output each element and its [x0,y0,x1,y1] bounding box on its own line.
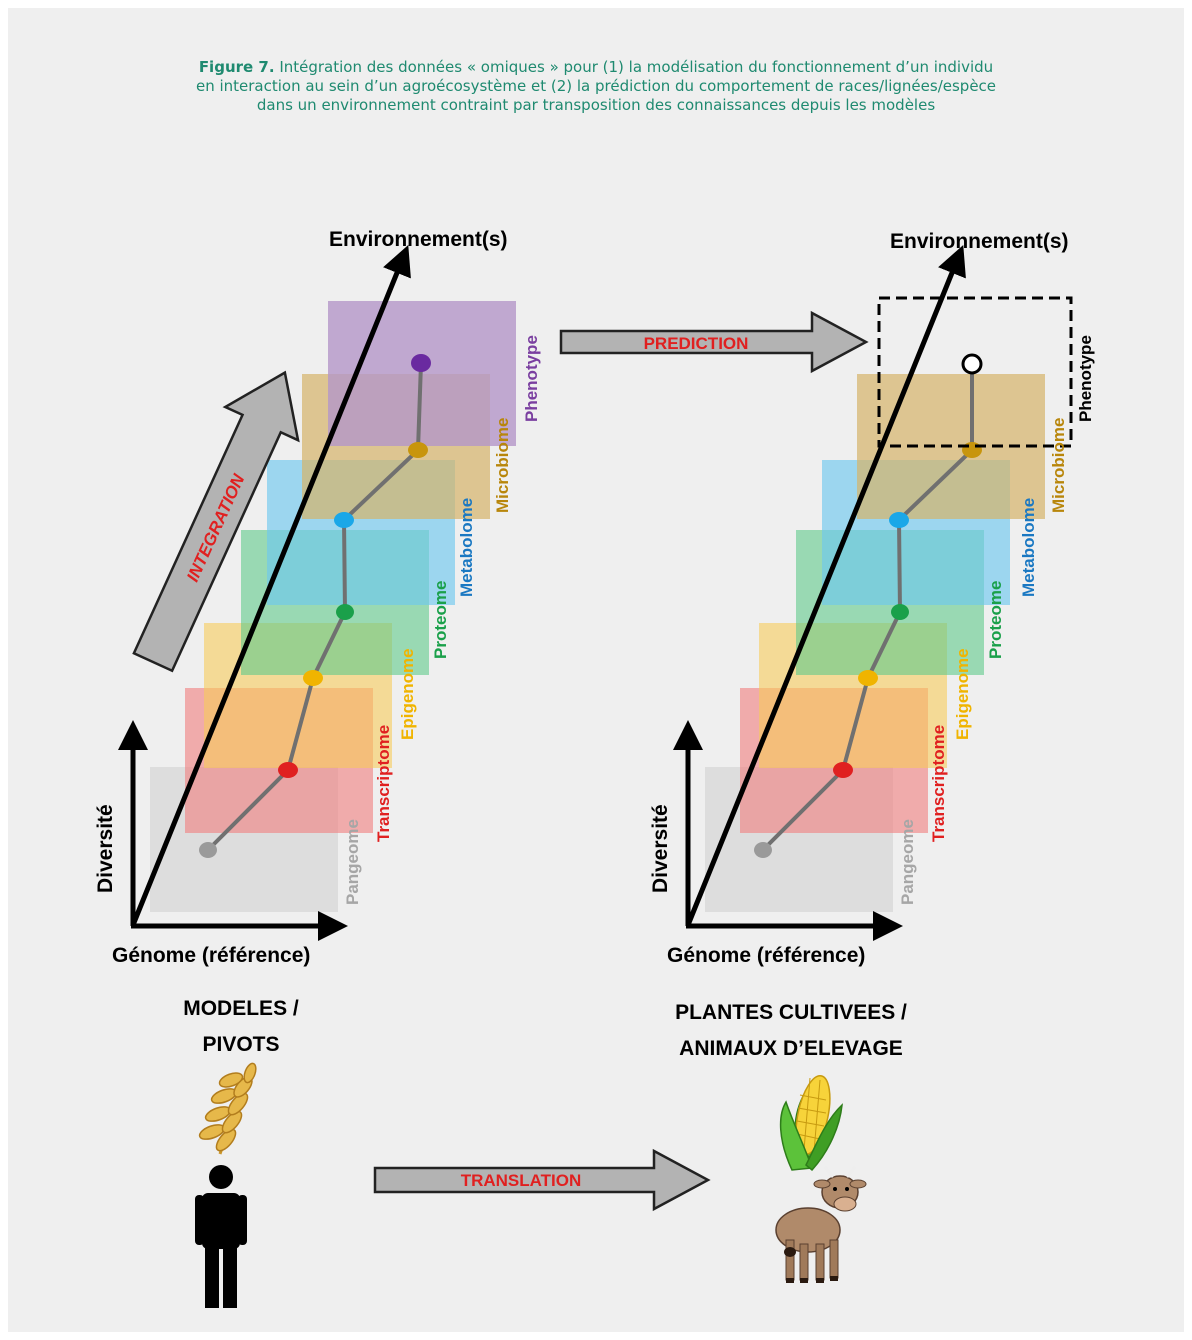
right-label-proteome: Proteome [986,581,1005,659]
right-axis-y-label: Diversité [649,804,672,893]
prediction-arrow-shape [559,310,869,374]
human-icon [195,1165,247,1308]
left-dot-transcriptome [278,762,298,778]
translation-arrow: TRANSLATION [373,1148,711,1212]
figure-label: Figure 7. [198,58,275,76]
right-dot-proteome [891,604,909,620]
right-axis-x-label: Génome (référence) [667,944,865,967]
right-phenotype-box [877,296,1073,448]
right-dot-epigenome [858,670,878,686]
left-label-proteome: Proteome [431,581,450,659]
integration-arrow-shape [132,370,300,673]
cow-icon [775,1166,867,1283]
integration-arrow: INTEGRATION [132,370,300,673]
left-group-title-line1: MODELES / [183,997,299,1020]
left-label-pangeome: Pangeome [343,819,362,905]
right-label-transcriptome: Transcriptome [929,725,948,842]
figure-caption: Figure 7. Intégration des données « omiq… [60,58,1132,115]
right-axis-z [685,245,966,926]
left-dot-microbiome [408,442,428,458]
left-dot-phenotype [411,354,431,372]
left-dot-proteome [336,604,354,620]
caption-line-3: dans un environnement contraint par tran… [256,96,936,114]
right-label-pangeome: Pangeome [898,819,917,905]
right-label-metabolome: Metabolome [1019,498,1038,597]
left-label-metabolome: Metabolome [457,498,476,597]
left-dot-pangeome [199,842,217,858]
left-group-title-line2: PIVOTS [202,1033,279,1056]
left-label-transcriptome: Transcriptome [374,725,393,842]
right-dot-microbiome [962,442,982,458]
right-label-microbiome: Microbiome [1049,418,1068,513]
left-axis-z [130,245,411,926]
caption-line-1: Intégration des données « omiques » pour… [279,58,994,76]
right-axis-z-label: Environnement(s) [890,230,1069,253]
left-axis-z-label: Environnement(s) [329,228,508,251]
left-label-phenotype: Phenotype [522,335,541,422]
left-label-epigenome: Epigenome [398,648,417,740]
left-dot-epigenome [303,670,323,686]
right-label-epigenome: Epigenome [953,648,972,740]
left-omics-stack: Pangeome Transcriptome Epigenome Proteom… [94,228,541,967]
right-group-title-line1: PLANTES CULTIVEES / [675,1001,907,1024]
right-group-title-line2: ANIMAUX D’ELEVAGE [679,1037,903,1060]
left-axis-x-label: Génome (référence) [112,944,310,967]
left-axis-y-label: Diversité [94,804,117,893]
right-dot-phenotype-unknown [961,353,983,375]
right-label-phenotype: Phenotype [1076,335,1095,422]
caption-line-2: en interaction au sein d’un agroécosystè… [195,77,997,95]
corn-icon [779,1074,843,1172]
translation-arrow-label: TRANSLATION [461,1171,582,1190]
right-dot-pangeome [754,842,772,858]
wheat-icon [198,1062,257,1155]
translation-arrow-shape [373,1148,711,1212]
right-dot-metabolome [889,512,909,528]
left-label-microbiome: Microbiome [493,418,512,513]
prediction-arrow: PREDICTION [559,310,869,374]
left-dot-metabolome [334,512,354,528]
prediction-arrow-label: PREDICTION [644,334,749,353]
right-omics-stack: Pangeome Transcriptome Epigenome Proteom… [649,230,1095,967]
right-dot-transcriptome [833,762,853,778]
